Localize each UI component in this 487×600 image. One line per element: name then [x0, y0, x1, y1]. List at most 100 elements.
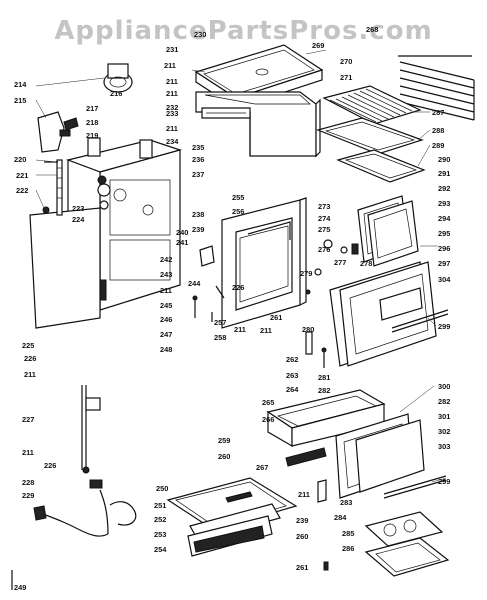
- part-labels: 214 215 216 217 218 219 220 221 222 223 …: [14, 25, 451, 592]
- part-label: 263: [286, 371, 298, 380]
- window-frame: [357, 195, 419, 267]
- part-label: 267: [256, 463, 268, 472]
- screw: [42, 206, 50, 214]
- part-label: 230: [194, 30, 206, 39]
- drawer-handle: [383, 475, 447, 495]
- part-label: 234: [166, 137, 179, 146]
- part-label: 216: [110, 89, 122, 98]
- part-label: 286: [342, 544, 354, 553]
- bottom-panel: [166, 477, 298, 557]
- part-label: 261: [270, 313, 282, 322]
- part-label: 222: [16, 186, 28, 195]
- power-cord: [39, 512, 109, 537]
- drip-pan: [364, 537, 450, 577]
- part-label: 226: [24, 354, 36, 363]
- part-label: 252: [154, 515, 166, 524]
- part-label: 224: [72, 215, 85, 224]
- bracket: [37, 111, 79, 153]
- part-label: 260: [218, 452, 230, 461]
- part-label: 232: [166, 103, 178, 112]
- part-label: 211: [160, 286, 172, 295]
- part-label: 278: [360, 259, 372, 268]
- part-label: 266: [262, 415, 274, 424]
- leader-lines: [35, 49, 447, 483]
- part-label: 271: [340, 73, 352, 82]
- part-label: 273: [318, 202, 330, 211]
- part-label: 211: [234, 325, 246, 334]
- part-label: 249: [14, 583, 26, 592]
- part-label: 248: [160, 345, 172, 354]
- part-label: 290: [438, 155, 450, 164]
- part-label: 270: [340, 57, 352, 66]
- part-label: 300: [438, 382, 450, 391]
- part-label: 237: [192, 170, 204, 179]
- part-label: 246: [160, 315, 172, 324]
- part-label: 247: [160, 330, 172, 339]
- part-label: 229: [22, 491, 34, 500]
- oven-body: [195, 91, 321, 158]
- watermark: AppliancePartsPros.com: [54, 16, 433, 46]
- part-label: 304: [438, 275, 451, 284]
- part-label: 296: [438, 244, 450, 253]
- part-label: 297: [438, 259, 450, 268]
- part-label: 281: [318, 373, 330, 382]
- part-label: 218: [86, 118, 98, 127]
- part-label: 260: [296, 532, 308, 541]
- broil-pan-insert: [336, 149, 426, 183]
- part-label: 257: [214, 318, 226, 327]
- clip: [323, 561, 329, 571]
- part-label: 242: [160, 255, 172, 264]
- part-label: 211: [166, 89, 178, 98]
- part-label: 211: [164, 61, 176, 70]
- part-label: 292: [438, 184, 450, 193]
- part-label: 255: [232, 193, 244, 202]
- door-handle: [391, 309, 449, 329]
- part-label: 261: [296, 563, 308, 572]
- part-label: 254: [154, 545, 167, 554]
- part-label: 283: [340, 498, 352, 507]
- part-label: 233: [166, 109, 178, 118]
- part-label: 231: [166, 45, 178, 54]
- inner-door-frame: [221, 197, 307, 329]
- rod-assembly: [81, 385, 101, 470]
- part-label: 275: [318, 225, 330, 234]
- part-label: 241: [176, 238, 188, 247]
- part-label: 253: [154, 530, 166, 539]
- part-label: 235: [192, 143, 204, 152]
- light-assembly: [103, 63, 133, 93]
- part-label: 264: [286, 385, 299, 394]
- part-label: 288: [432, 126, 444, 135]
- switch: [87, 137, 101, 157]
- part-label: 285: [342, 529, 354, 538]
- drawer-front: [335, 413, 425, 499]
- part-label: 276: [318, 245, 330, 254]
- part-label: 211: [298, 490, 310, 499]
- part-label: 243: [160, 270, 172, 279]
- part-label: 295: [438, 229, 450, 238]
- part-label: 226: [232, 283, 244, 292]
- burner-grate: [364, 511, 444, 547]
- part-label: 258: [214, 333, 226, 342]
- part-label: 250: [156, 484, 168, 493]
- part-label: 227: [22, 415, 34, 424]
- part-label: 256: [232, 207, 244, 216]
- part-label: 284: [334, 513, 347, 522]
- part-label: 215: [14, 96, 26, 105]
- part-label: 236: [192, 155, 204, 164]
- hinge: [305, 331, 313, 355]
- part-label: 262: [286, 355, 298, 364]
- part-label: 268: [366, 25, 378, 34]
- part-label: 220: [14, 155, 26, 164]
- part-label: 240: [176, 228, 188, 237]
- part-label: 299: [438, 477, 450, 486]
- part-label: 219: [86, 131, 98, 140]
- left-front-panel: [29, 207, 101, 329]
- part-label: 265: [262, 398, 274, 407]
- side-rail: [56, 159, 63, 216]
- terminal-block: [89, 479, 103, 489]
- part-label: 221: [16, 171, 28, 180]
- part-label: 269: [312, 41, 324, 50]
- switch: [139, 139, 153, 159]
- part-label: 302: [438, 427, 450, 436]
- drawer-rail: [285, 447, 327, 467]
